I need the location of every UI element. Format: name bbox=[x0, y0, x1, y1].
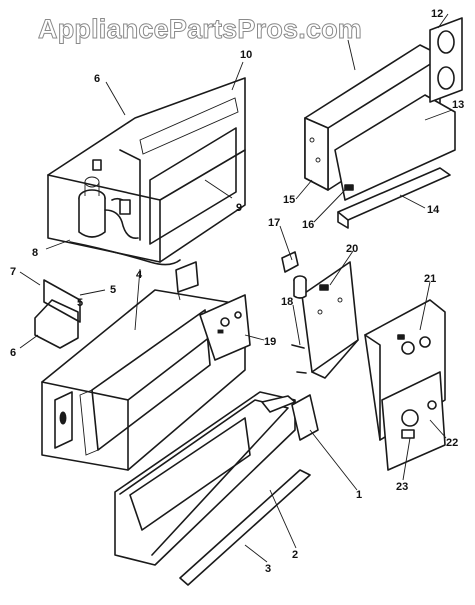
callout-7: 7 bbox=[10, 266, 16, 278]
control-bracket-assembly bbox=[281, 251, 359, 379]
callout-3: 3 bbox=[265, 563, 271, 575]
callout-8: 8 bbox=[32, 247, 38, 259]
chassis-assembly bbox=[47, 77, 246, 266]
access-door-part bbox=[291, 394, 319, 441]
callout-10: 10 bbox=[240, 49, 252, 61]
callout-16: 16 bbox=[302, 219, 314, 231]
leader-lines bbox=[19, 13, 453, 563]
watermark: AppliancePartsPros.com bbox=[37, 14, 363, 45]
callout-22: 22 bbox=[446, 437, 458, 449]
callout-1: 1 bbox=[356, 489, 362, 501]
callout-6-lower: 6 bbox=[10, 347, 16, 359]
callout-4: 4 bbox=[136, 269, 143, 281]
cabinet-assembly bbox=[304, 17, 463, 229]
front-panel bbox=[114, 391, 311, 586]
callout-6-upper: 6 bbox=[94, 73, 100, 85]
main-unit bbox=[41, 261, 251, 471]
callout-19: 19 bbox=[264, 336, 276, 348]
callout-9: 9 bbox=[236, 202, 242, 214]
callout-labels: 1 2 3 4 5 5 6 6 7 8 9 10 12 13 14 15 16 … bbox=[10, 8, 464, 575]
callout-15: 15 bbox=[283, 194, 295, 206]
callout-2: 2 bbox=[292, 549, 298, 561]
filter-part bbox=[34, 279, 81, 349]
callout-14: 14 bbox=[427, 204, 440, 216]
callout-13: 13 bbox=[452, 99, 464, 111]
callout-5-lower: 5 bbox=[77, 297, 83, 309]
callout-23: 23 bbox=[396, 481, 408, 493]
callout-18: 18 bbox=[281, 296, 293, 308]
callout-17: 17 bbox=[268, 217, 280, 229]
control-panel-assembly bbox=[364, 299, 446, 471]
callout-20: 20 bbox=[346, 243, 358, 255]
callout-12: 12 bbox=[431, 8, 443, 20]
callout-5-upper: 5 bbox=[110, 284, 116, 296]
callout-21: 21 bbox=[424, 273, 436, 285]
